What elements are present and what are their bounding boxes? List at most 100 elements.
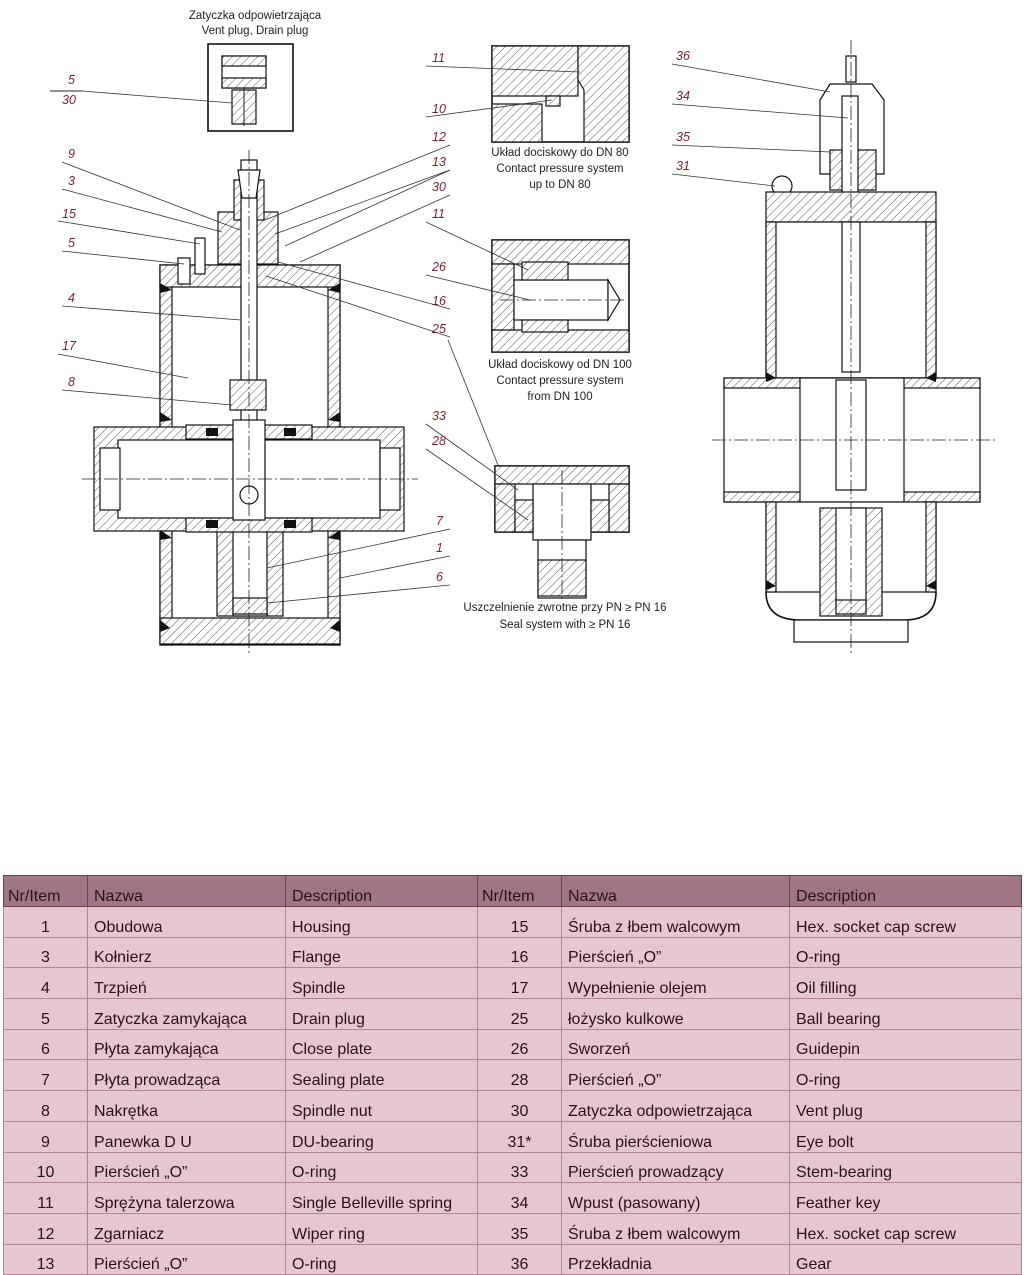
part-name-pl-right: Pierścień „O”	[561, 936, 790, 969]
callout-13: 13	[432, 155, 446, 169]
item-number-left: 5	[3, 998, 88, 1030]
main-valve-section	[82, 150, 418, 655]
callout-30b: 30	[432, 180, 446, 194]
callout-35: 35	[676, 130, 690, 144]
item-number-right: 28	[477, 1059, 562, 1092]
callout-6: 6	[436, 570, 443, 584]
item-number-left: 3	[3, 936, 88, 969]
middle-callouts: 12 13 30 16 25 7 1 6	[264, 130, 501, 604]
part-name-pl-right: Śruba z łbem walcowym	[561, 906, 790, 938]
part-description-en-left: O-ring	[285, 1151, 478, 1184]
item-number-right: 25	[477, 998, 562, 1030]
item-number-right: 34	[477, 1182, 562, 1214]
item-number-right: 30	[477, 1090, 562, 1122]
part-description-en-right: O-ring	[789, 936, 1022, 969]
technical-drawing: Zatyczka odpowietrzająca Vent plug, Drai…	[50, 10, 995, 655]
right-callouts: 36 34 35 31	[671, 49, 849, 187]
header-name-left: Nazwa	[87, 875, 286, 907]
part-description-en-right: O-ring	[789, 1059, 1022, 1092]
header-name-right: Nazwa	[561, 875, 790, 907]
part-name-pl-left: Płyta prowadząca	[87, 1059, 286, 1092]
callout-25: 25	[431, 322, 446, 336]
vent-plug-caption-en: Vent plug, Drain plug	[202, 25, 309, 37]
dn80-caption-en-1: Contact pressure system	[496, 163, 623, 175]
part-description-en-left: Sealing plate	[285, 1059, 478, 1092]
seal-caption-en: Seal system with ≥ PN 16	[500, 619, 631, 631]
part-description-en-left: Spindle nut	[285, 1090, 478, 1122]
item-number-left: 11	[3, 1182, 88, 1214]
part-description-en-left: Housing	[285, 906, 478, 938]
item-number-left: 6	[3, 1028, 88, 1061]
part-name-pl-right: Śruba z łbem walcowym	[561, 1212, 790, 1245]
callout-17: 17	[62, 339, 77, 353]
part-name-pl-left: Zgarniacz	[87, 1212, 286, 1245]
part-name-pl-right: Zatyczka odpowietrzająca	[561, 1090, 790, 1122]
item-number-right: 35	[477, 1212, 562, 1245]
item-number-right: 36	[477, 1243, 562, 1275]
part-name-pl-right: Pierścień prowadzący	[561, 1151, 790, 1184]
part-name-pl-left: Panewka D U	[87, 1120, 286, 1153]
parts-list-table: Nr/Item Nazwa Description Nr/Item Nazwa …	[3, 875, 1022, 1275]
callout-10: 10	[432, 102, 446, 116]
part-name-pl-left: Płyta zamykająca	[87, 1028, 286, 1061]
part-description-en-right: Hex. socket cap screw	[789, 906, 1022, 938]
header-item-left: Nr/Item	[3, 875, 88, 907]
part-description-en-left: Single Belleville spring	[285, 1182, 478, 1214]
vent-plug-caption-pl: Zatyczka odpowietrzająca	[189, 10, 322, 22]
item-number-right: 16	[477, 936, 562, 969]
part-description-en-left: Wiper ring	[285, 1212, 478, 1245]
part-name-pl-right: Sworzeń	[561, 1028, 790, 1061]
detail-seal-system: 33 28 Uszczelnienie zwrotne przy PN ≥ PN…	[425, 409, 667, 631]
item-number-right: 17	[477, 967, 562, 1000]
header-description-right: Description	[789, 875, 1022, 907]
item-number-right: 33	[477, 1151, 562, 1184]
header-description-left: Description	[285, 875, 478, 907]
dn100-caption-pl: Układ dociskowy od DN 100	[488, 359, 632, 371]
part-description-en-right: Guidepin	[789, 1028, 1022, 1061]
part-name-pl-left: Nakrętka	[87, 1090, 286, 1122]
part-description-en-left: DU-bearing	[285, 1120, 478, 1153]
item-number-left: 7	[3, 1059, 88, 1092]
callout-11b: 11	[432, 207, 445, 221]
item-number-right: 26	[477, 1028, 562, 1061]
callout-5: 5	[68, 73, 75, 87]
callout-31: 31	[676, 159, 690, 173]
part-name-pl-right: Wpust (pasowany)	[561, 1182, 790, 1214]
callout-26: 26	[431, 260, 446, 274]
item-number-left: 10	[3, 1151, 88, 1184]
callout-11: 11	[432, 51, 445, 65]
item-number-left: 4	[3, 967, 88, 1000]
table-header-row: Nr/Item Nazwa Description Nr/Item Nazwa …	[3, 875, 1022, 907]
callout-33: 33	[432, 409, 446, 423]
callout-34: 34	[676, 89, 690, 103]
part-name-pl-left: Obudowa	[87, 906, 286, 938]
part-name-pl-left: Pierścień „O”	[87, 1243, 286, 1275]
callout-1: 1	[436, 541, 443, 555]
item-number-left: 8	[3, 1090, 88, 1122]
left-callouts: 5 30 9 3 15 5 4 17 8	[50, 73, 242, 406]
callout-7: 7	[436, 514, 444, 528]
part-description-en-right: Feather key	[789, 1182, 1022, 1214]
part-description-en-left: Drain plug	[285, 998, 478, 1030]
callout-36: 36	[676, 49, 690, 63]
part-name-pl-right: łożysko kulkowe	[561, 998, 790, 1030]
dn100-caption-en-2: from DN 100	[527, 391, 592, 403]
item-number-left: 9	[3, 1120, 88, 1153]
callout-15: 15	[62, 207, 76, 221]
part-name-pl-left: Zatyczka zamykająca	[87, 998, 286, 1030]
callout-8: 8	[68, 375, 75, 389]
part-name-pl-right: Wypełnienie olejem	[561, 967, 790, 1000]
part-description-en-right: Ball bearing	[789, 998, 1022, 1030]
part-description-en-left: Close plate	[285, 1028, 478, 1061]
part-description-en-left: O-ring	[285, 1243, 478, 1275]
part-name-pl-left: Pierścień „O”	[87, 1151, 286, 1184]
